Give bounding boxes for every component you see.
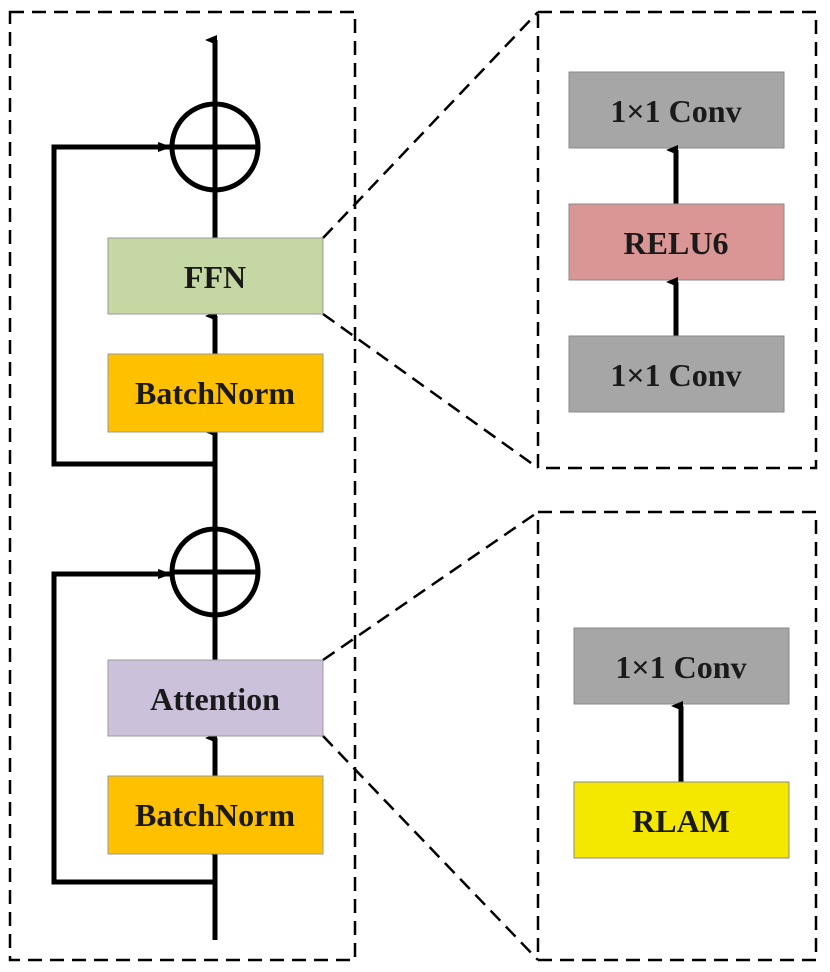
relu6-label: RELU6 [624,225,729,261]
attention-conv-box [573,627,790,705]
ffn-conv-bottom-label: 1×1 Conv [610,357,741,393]
ffn-detail-frame [536,10,818,470]
rlam-label: RLAM [632,803,730,839]
batchnorm-top-label: BatchNorm [135,375,295,411]
batchnorm-bottom-box [107,775,324,855]
ffn-residual-connection [51,142,215,467]
add-operator-bottom [169,526,261,618]
ffn-label: FFN [184,259,246,295]
attention-detail-frame [536,510,818,962]
batchnorm-top-box [107,353,324,433]
ffn-conv-bottom-box [568,335,785,413]
main-block-frame [8,10,357,962]
attention-box [107,659,324,737]
ffn-conv-top-label: 1×1 Conv [610,93,741,129]
attention-label: Attention [150,681,280,717]
batchnorm-bottom-label: BatchNorm [135,797,295,833]
ffn-zoom-line-top [322,11,539,239]
relu6-box [568,203,785,281]
attention-conv-label: 1×1 Conv [615,649,746,685]
attention-residual-connection [51,569,215,885]
ffn-box [107,237,324,315]
attention-zoom-line-bottom [322,735,539,961]
rlam-box [573,781,790,859]
ffn-zoom-line-bottom [322,312,539,470]
add-operator-top [169,101,261,193]
